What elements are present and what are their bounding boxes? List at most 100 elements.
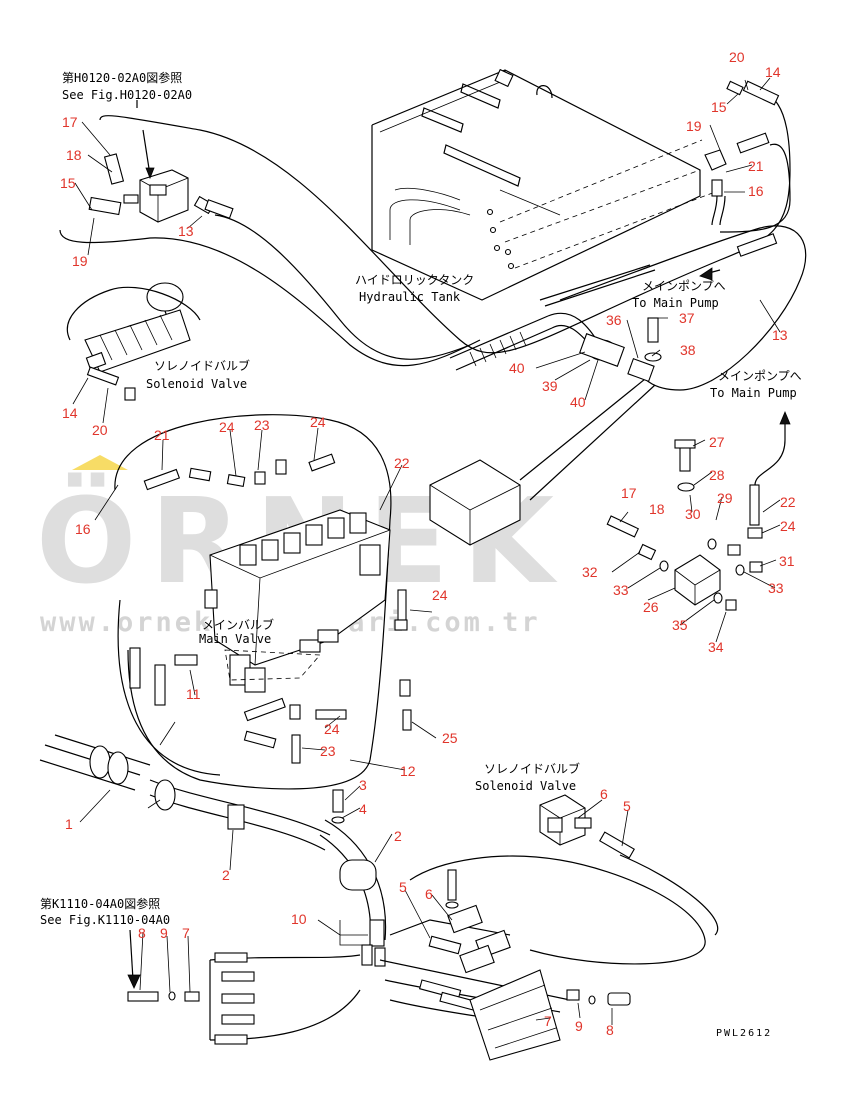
solenoid-valve-bank xyxy=(66,282,201,401)
callout-part-28: 28 xyxy=(709,467,725,483)
bracket xyxy=(429,317,662,546)
label-to-main-pump-2-jp: メインポンプへ xyxy=(718,369,802,383)
callout-part-32: 32 xyxy=(582,564,598,580)
callout-part-40: 40 xyxy=(509,360,525,376)
callout-part-6: 6 xyxy=(600,786,608,802)
label-solenoid-valve-2: ソレノイドバルブ Solenoid Valve xyxy=(475,761,580,793)
callout-part-19: 19 xyxy=(72,253,88,269)
hose-40 xyxy=(449,312,601,371)
callout-part-10: 10 xyxy=(291,911,307,927)
callout-part-2: 2 xyxy=(222,867,230,883)
callout-part-5: 5 xyxy=(399,879,407,895)
callout-part-37: 37 xyxy=(679,310,695,326)
watermark-accent-mark xyxy=(72,455,128,470)
callout-part-5: 5 xyxy=(623,798,631,814)
hydraulic-tank xyxy=(371,68,716,301)
callout-part-21: 21 xyxy=(154,427,170,443)
label-to-main-pump-2-en: To Main Pump xyxy=(710,386,797,400)
callout-part-8: 8 xyxy=(138,925,146,941)
callout-part-16: 16 xyxy=(748,183,764,199)
callout-part-31: 31 xyxy=(779,553,795,569)
callout-part-36: 36 xyxy=(606,312,622,328)
callout-part-24: 24 xyxy=(310,414,326,430)
callout-part-13: 13 xyxy=(178,223,194,239)
label-solenoid-valve-1-en: Solenoid Valve xyxy=(146,377,247,391)
callout-part-12: 12 xyxy=(400,763,416,779)
callout-part-4: 4 xyxy=(359,801,367,817)
reference-top: 第H0120-02A0図参照 See Fig.H0120-02A0 xyxy=(62,70,192,102)
callout-part-1: 1 xyxy=(65,816,73,832)
callout-part-30: 30 xyxy=(685,506,701,522)
label-solenoid-valve-1-jp: ソレノイドバルブ xyxy=(154,358,250,373)
callout-part-24: 24 xyxy=(432,587,448,603)
label-hydraulic-tank-en: Hydraulic Tank xyxy=(359,290,461,304)
reference-top-en: See Fig.H0120-02A0 xyxy=(62,88,192,102)
callout-part-34: 34 xyxy=(708,639,724,655)
callout-part-23: 23 xyxy=(320,743,336,759)
solenoid-valve-bottom xyxy=(539,794,719,936)
callout-part-22: 22 xyxy=(394,455,410,471)
label-hydraulic-tank-jp: ハイドロリックタンク xyxy=(355,273,474,287)
callout-part-14: 14 xyxy=(62,405,78,421)
label-solenoid-valve-1: ソレノイドバルブ Solenoid Valve xyxy=(146,358,250,391)
callout-part-17: 17 xyxy=(62,114,78,130)
fittings-top-right xyxy=(704,80,791,233)
label-main-valve-en: Main Valve xyxy=(199,632,271,646)
callout-part-15: 15 xyxy=(711,99,727,115)
callout-part-39: 39 xyxy=(542,378,558,394)
callout-part-11: 11 xyxy=(186,686,201,702)
callout-part-33: 33 xyxy=(613,582,629,598)
reference-top-jp: 第H0120-02A0図参照 xyxy=(62,70,182,85)
block-26 xyxy=(606,410,791,611)
callout-part-35: 35 xyxy=(672,617,688,633)
linework xyxy=(39,68,807,1061)
callout-part-8: 8 xyxy=(606,1022,614,1038)
callout-part-6: 6 xyxy=(425,886,433,902)
callout-part-25: 25 xyxy=(442,730,458,746)
callout-part-29: 29 xyxy=(717,490,733,506)
callout-part-22: 22 xyxy=(780,494,796,510)
callout-part-7: 7 xyxy=(182,925,190,941)
callout-part-21: 21 xyxy=(748,158,764,174)
reference-bottom: 第K1110-04A0図参照 See Fig.K1110-04A0 xyxy=(40,896,170,927)
label-hydraulic-tank: ハイドロリックタンク Hydraulic Tank xyxy=(355,273,474,304)
callout-part-14: 14 xyxy=(765,64,781,80)
reference-bottom-jp: 第K1110-04A0図参照 xyxy=(40,896,160,911)
callout-part-18: 18 xyxy=(649,501,665,517)
callout-part-38: 38 xyxy=(680,342,696,358)
leaders xyxy=(72,77,781,1025)
label-to-main-pump-1-en: To Main Pump xyxy=(632,296,719,310)
callout-part-40: 40 xyxy=(570,394,586,410)
label-solenoid-valve-2-jp: ソレノイドバルブ xyxy=(484,761,580,776)
callout-part-20: 20 xyxy=(729,49,745,65)
callout-part-24: 24 xyxy=(324,721,340,737)
callout-part-9: 9 xyxy=(575,1018,583,1034)
callout-part-20: 20 xyxy=(92,422,108,438)
callout-part-19: 19 xyxy=(686,118,702,134)
label-main-valve-jp: メインバルブ xyxy=(202,617,274,632)
callout-part-2: 2 xyxy=(394,828,402,844)
callout-part-3: 3 xyxy=(359,777,367,793)
label-to-main-pump-1-jp: メインポンプへ xyxy=(642,279,726,293)
callout-part-13: 13 xyxy=(772,327,788,343)
label-main-valve: メインバルブ Main Valve xyxy=(199,617,274,646)
drawing-code: PWL2612 xyxy=(716,1028,772,1039)
callout-part-7: 7 xyxy=(544,1013,552,1029)
callouts: 20 14 15 19 21 16 17 18 15 19 13 13 37 3… xyxy=(60,49,796,1038)
callout-part-23: 23 xyxy=(254,417,270,433)
tubes-1 xyxy=(39,734,387,967)
callout-part-33: 33 xyxy=(768,580,784,596)
callout-part-24: 24 xyxy=(219,419,235,435)
callout-part-17: 17 xyxy=(621,485,637,501)
solenoid-block-top xyxy=(88,100,234,223)
callout-part-9: 9 xyxy=(160,925,168,941)
label-to-main-pump-2: メインポンプへ To Main Pump xyxy=(710,369,802,400)
reference-bottom-en: See Fig.K1110-04A0 xyxy=(40,913,170,927)
main-valve-fittings xyxy=(129,453,412,764)
callout-part-18: 18 xyxy=(66,147,82,163)
callout-part-27: 27 xyxy=(709,434,725,450)
callout-part-24: 24 xyxy=(780,518,796,534)
callout-part-26: 26 xyxy=(643,599,659,615)
callout-part-16: 16 xyxy=(75,521,91,537)
